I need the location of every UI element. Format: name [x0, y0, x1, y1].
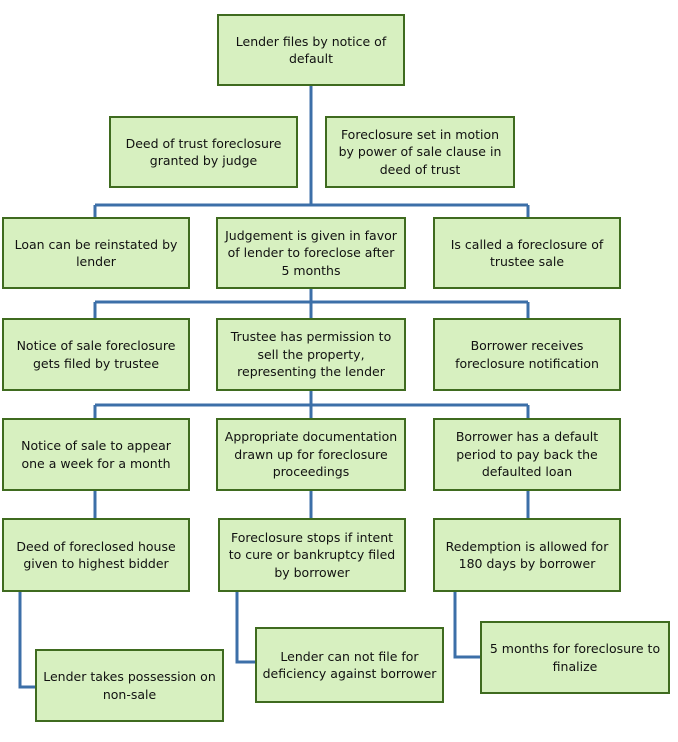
node-deed-to-highest-bidder: Deed of foreclosed house given to highes… [2, 518, 190, 592]
connector-elbow-left [18, 592, 37, 689]
node-called-foreclosure: Is called a foreclosure of trustee sale [433, 217, 621, 289]
node-deed-of-trust-foreclosure: Deed of trust foreclosure granted by jud… [109, 116, 298, 188]
node-judgement-given: Judgement is given in favor of lender to… [216, 217, 406, 289]
node-borrower-default-period: Borrower has a default period to pay bac… [433, 418, 621, 491]
node-loan-reinstated: Loan can be reinstated by lender [2, 217, 190, 289]
connector-elbow-mid [235, 592, 257, 664]
node-notice-of-sale-filed: Notice of sale foreclosure gets filed by… [2, 318, 190, 391]
node-appropriate-documentation: Appropriate documentation drawn up for f… [216, 418, 406, 491]
node-foreclosure-stops: Foreclosure stops if intent to cure or b… [218, 518, 406, 592]
node-five-months-finalize: 5 months for foreclosure to finalize [480, 621, 670, 694]
node-lender-takes-possession: Lender takes possession on non-sale [35, 649, 224, 722]
node-lender-cannot-file: Lender can not file for deficiency again… [255, 627, 444, 703]
node-borrower-receives-notification: Borrower receives foreclosure notificati… [433, 318, 621, 391]
connector-elbow-right [453, 592, 482, 659]
node-foreclosure-set-in-motion: Foreclosure set in motion by power of sa… [325, 116, 515, 188]
node-redemption-allowed: Redemption is allowed for 180 days by bo… [433, 518, 621, 592]
node-lender-files: Lender files by notice of default [217, 14, 405, 86]
node-trustee-permission: Trustee has permission to sell the prope… [216, 318, 406, 391]
node-notice-appear-weekly: Notice of sale to appear one a week for … [2, 418, 190, 491]
